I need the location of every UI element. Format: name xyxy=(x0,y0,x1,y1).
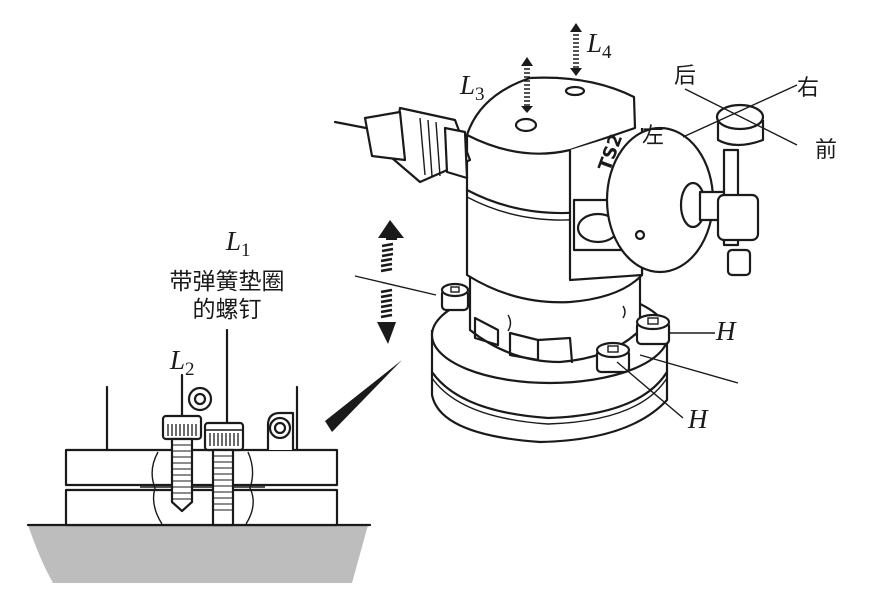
direction-front: 前 xyxy=(815,138,838,163)
label-l1: L1 xyxy=(226,226,251,261)
upper-plate xyxy=(64,448,339,487)
adjust-arrow-l3 xyxy=(521,57,533,113)
mounting-cross-section xyxy=(26,328,372,583)
adjust-hole-l4 xyxy=(564,85,586,97)
label-h-upper: H xyxy=(716,316,736,346)
leader-h-lower xyxy=(616,361,684,419)
washer-symbol-outer xyxy=(187,386,213,412)
lower-plate xyxy=(64,488,339,527)
side-bracket xyxy=(266,411,295,450)
direction-right: 右 xyxy=(797,76,820,101)
direction-back: 后 xyxy=(674,64,697,89)
screw-caption: 带弹簧垫圈 的螺钉 xyxy=(160,268,294,324)
bracket-hole-outer xyxy=(268,416,292,440)
screw-h-upper xyxy=(635,313,671,346)
base-screw xyxy=(440,282,470,312)
washer-symbol-inner xyxy=(193,392,207,406)
screw-l2 xyxy=(161,414,203,513)
screw-caption-line1: 带弹簧垫圈 xyxy=(169,269,285,295)
probe-head xyxy=(465,76,637,155)
label-h-lower: H xyxy=(688,404,708,434)
direction-left: 左 xyxy=(642,124,665,149)
adjust-hole-l3 xyxy=(514,117,538,133)
axis-left-right xyxy=(682,84,798,138)
leader-base-screw xyxy=(354,275,437,296)
leader-flange xyxy=(639,354,739,384)
label-l3: L3 xyxy=(460,70,485,105)
label-l2: L2 xyxy=(170,345,195,380)
adjust-arrow-l4 xyxy=(570,23,582,76)
machine-table xyxy=(28,525,368,583)
bracket-hole-inner xyxy=(273,421,287,435)
break-line-right xyxy=(245,451,254,525)
vertical-adjust-arrow xyxy=(377,220,404,344)
screw-caption-line2: 的螺钉 xyxy=(192,297,262,323)
tool-setter-device xyxy=(333,76,765,444)
axis-back-front xyxy=(684,88,798,146)
screw-h-lower xyxy=(595,341,631,374)
screw-l1-with-spring-washer xyxy=(203,421,245,527)
break-line-left xyxy=(151,451,163,525)
label-l4: L4 xyxy=(587,28,612,63)
cable xyxy=(333,120,368,130)
detail-pointer-wedge xyxy=(325,360,402,432)
